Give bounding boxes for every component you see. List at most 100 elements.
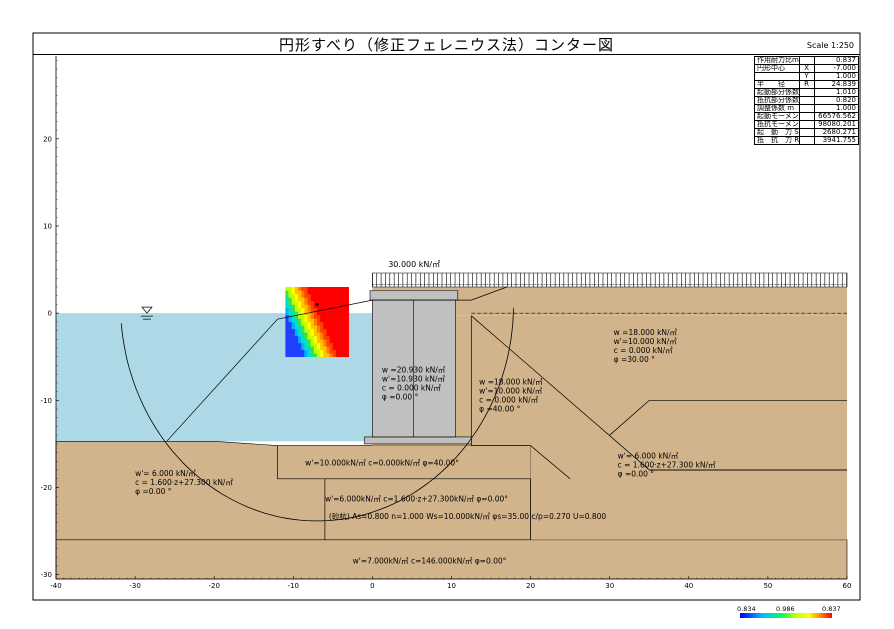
contour-cell xyxy=(320,346,324,351)
contour-cell xyxy=(313,325,318,330)
contour-cell xyxy=(342,325,346,330)
y-tick-label: 10 xyxy=(43,222,52,230)
contour-cell xyxy=(336,311,340,316)
contour-cell xyxy=(342,318,346,323)
contour-cell xyxy=(307,325,312,330)
contour-cell xyxy=(301,321,305,326)
contour-cell xyxy=(329,353,334,358)
clay-left-params: φ =0.00 ° xyxy=(135,487,172,496)
result-value: 1.000 xyxy=(813,72,859,81)
contour-cell xyxy=(323,353,327,358)
result-label: 円形中心 xyxy=(754,64,800,73)
y-tick-label: 0 xyxy=(48,310,52,318)
contour-cell xyxy=(320,349,324,354)
contour-cell xyxy=(294,290,299,295)
mound-toe-right xyxy=(471,445,571,480)
contour-cell xyxy=(298,349,302,354)
contour-cell xyxy=(339,318,343,323)
contour-cell xyxy=(298,293,302,298)
contour-cell xyxy=(336,307,340,312)
contour-cell xyxy=(288,335,293,340)
outer-frame xyxy=(32,32,861,601)
contour-cell xyxy=(310,300,315,305)
backfill-right xyxy=(471,315,847,540)
contour-cell xyxy=(339,339,343,344)
contour-cell xyxy=(326,339,330,344)
contour-cell xyxy=(332,335,337,340)
contour-cell xyxy=(313,311,318,316)
contour-cell xyxy=(329,297,334,302)
contour-cell xyxy=(323,339,327,344)
contour-cell xyxy=(291,321,296,326)
backfill-mid-params: w'=10.000 kN/㎥ xyxy=(479,387,543,396)
contour-cell xyxy=(304,325,308,330)
contour-cell xyxy=(317,328,321,333)
contour-cell xyxy=(329,307,334,312)
caisson-params: w'=10.930 kN/㎥ xyxy=(382,374,446,383)
contour-cell xyxy=(298,335,302,340)
contour-cell xyxy=(342,314,346,319)
contour-cell xyxy=(336,297,340,302)
contour-cell xyxy=(317,353,321,358)
contour-cell xyxy=(329,290,334,295)
contour-cell xyxy=(342,293,346,298)
contour-cell xyxy=(294,332,299,337)
result-row: 起動部分係数γs1.010 xyxy=(754,88,859,97)
backfill-upper-params: c = 0.000 kN/㎡ xyxy=(614,346,674,355)
contour-cell xyxy=(294,293,299,298)
contour-cell xyxy=(326,325,330,330)
contour-cell xyxy=(332,293,337,298)
contour-cell xyxy=(310,293,315,298)
contour-cell xyxy=(332,297,337,302)
contour-cell xyxy=(304,300,308,305)
contour-cell xyxy=(342,332,346,337)
clay-left-params: w'= 6.000 kN/㎥ xyxy=(135,469,196,478)
contour-cell xyxy=(304,297,308,302)
contour-cell xyxy=(320,304,324,309)
contour-cell xyxy=(336,325,340,330)
contour-cell xyxy=(317,293,321,298)
contour-cell xyxy=(291,339,296,344)
contour-cell xyxy=(307,321,312,326)
contour-cell xyxy=(307,290,312,295)
contour-cell xyxy=(339,293,343,298)
contour-cell xyxy=(336,318,340,323)
contour-cell xyxy=(320,321,324,326)
contour-cell xyxy=(342,328,346,333)
contour-cell xyxy=(342,300,346,305)
contour-cell xyxy=(323,318,327,323)
x-tick-label: 10 xyxy=(447,582,456,590)
contour-cell xyxy=(298,332,302,337)
contour-cell xyxy=(298,304,302,309)
backfill-step xyxy=(609,399,847,436)
contour-cell xyxy=(345,342,349,347)
contour-cell xyxy=(313,293,318,298)
contour-cell xyxy=(329,339,334,344)
contour-cell xyxy=(310,328,315,333)
contour-cell xyxy=(294,321,299,326)
contour-cell xyxy=(326,346,330,351)
result-key xyxy=(798,112,815,121)
contour-cell xyxy=(329,349,334,354)
contour-cell xyxy=(294,314,299,319)
contour-cell xyxy=(313,353,318,358)
contour-cell xyxy=(307,335,312,340)
contour-cell xyxy=(301,300,305,305)
clay-layer-left xyxy=(55,440,531,541)
contour-cell xyxy=(313,339,318,344)
contour-cell xyxy=(304,304,308,309)
result-key xyxy=(798,128,815,137)
contour-cell xyxy=(342,297,346,302)
contour-cell xyxy=(329,332,334,337)
contour-cell xyxy=(285,328,289,333)
contour-cell xyxy=(285,314,289,319)
contour-cell xyxy=(307,300,312,305)
contour-cell xyxy=(304,321,308,326)
contour-cell xyxy=(323,304,327,309)
contour-cell xyxy=(345,307,349,312)
contour-cell xyxy=(285,304,289,309)
contour-cell xyxy=(285,325,289,330)
contour-cell xyxy=(336,339,340,344)
legend-bar xyxy=(740,613,832,618)
